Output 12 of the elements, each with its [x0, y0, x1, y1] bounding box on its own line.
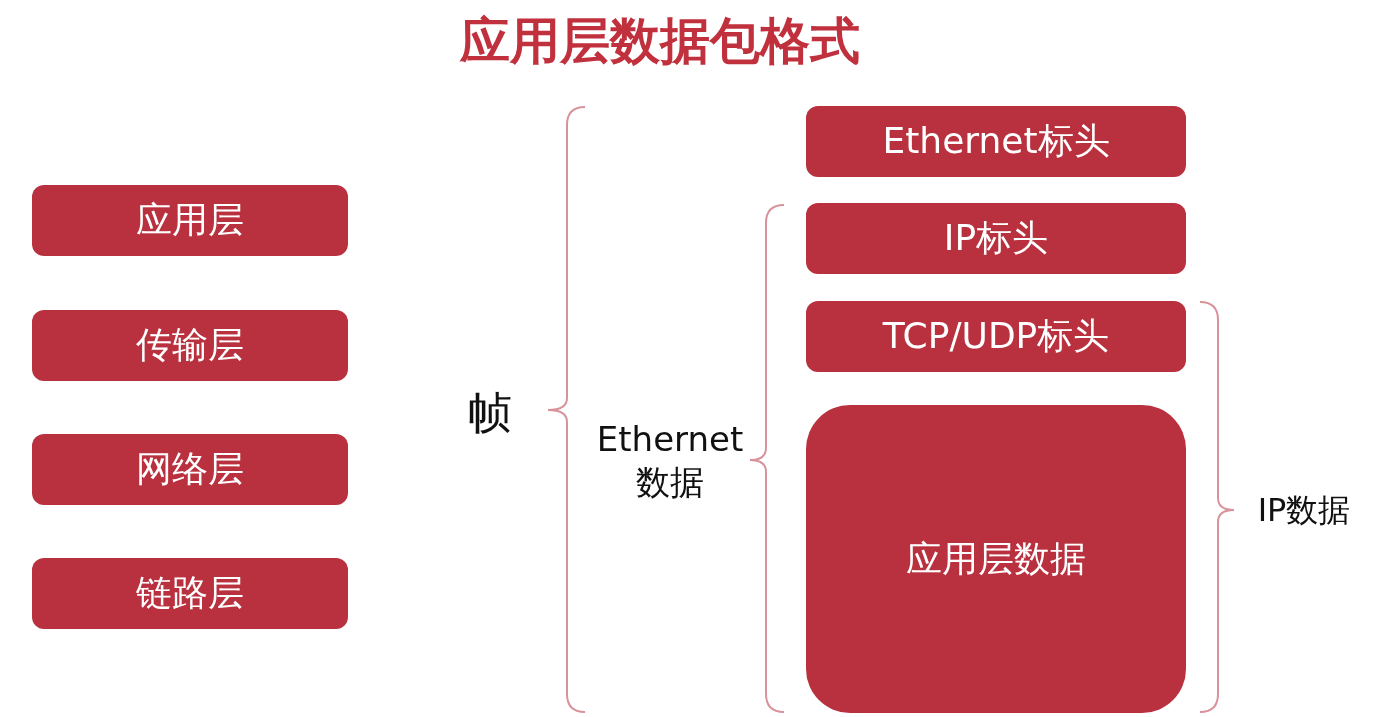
data-box: 应用层数据 — [806, 405, 1186, 713]
header-box: Ethernet标头 — [806, 106, 1186, 177]
ethernet-data-label: Ethernet数据 — [595, 418, 745, 503]
layer-box: 链路层 — [32, 558, 348, 629]
header-box: TCP/UDP标头 — [806, 301, 1186, 372]
layer-box: 传输层 — [32, 310, 348, 381]
layer-box: 应用层 — [32, 185, 348, 256]
title: 应用层数据包格式 — [458, 11, 861, 72]
frame-label: 帧 — [467, 386, 513, 440]
ip-data-label: IP数据 — [1256, 490, 1352, 530]
header-box: IP标头 — [806, 203, 1186, 274]
layer-box: 网络层 — [32, 434, 348, 505]
